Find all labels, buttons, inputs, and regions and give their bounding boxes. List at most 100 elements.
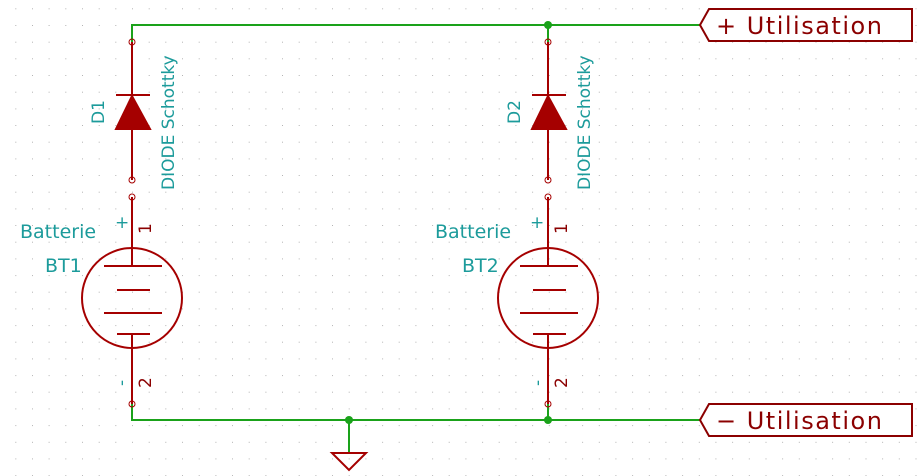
grid-dot <box>15 308 17 310</box>
grid-dot <box>32 41 33 43</box>
grid-dot <box>265 241 267 243</box>
grid-dot <box>865 108 867 110</box>
grid-dot <box>565 175 567 176</box>
d2-value: DIODE Schottky <box>575 55 595 190</box>
grid-dot <box>915 125 917 126</box>
diode-d1[interactable] <box>114 38 152 201</box>
wire-bottom[interactable] <box>131 404 700 421</box>
wire-top[interactable] <box>131 24 700 42</box>
grid-dot <box>748 208 750 210</box>
grid-dot <box>865 191 867 193</box>
grid-dot <box>132 441 133 443</box>
grid-dot <box>632 175 634 176</box>
grid-dot <box>182 208 183 210</box>
grid-dot <box>515 308 517 310</box>
grid-dot <box>665 108 667 110</box>
grid-dot <box>48 175 50 176</box>
grid-dot <box>515 375 517 377</box>
grid-dot <box>865 291 867 293</box>
grid-dot <box>448 408 450 410</box>
grid-dot <box>732 225 734 226</box>
grid-dot <box>48 275 50 277</box>
grid-dot <box>532 41 534 43</box>
label-neg-utilisation[interactable]: − Utilisation <box>698 403 913 437</box>
grid-dot <box>682 58 684 60</box>
grid-dot <box>315 191 317 193</box>
grid-dot <box>382 258 384 260</box>
bt2-pin1: 1 <box>552 223 572 234</box>
grid-dot <box>598 458 600 460</box>
grid-dot <box>598 391 600 393</box>
grid-dot <box>898 91 900 93</box>
grid-dot <box>432 391 434 393</box>
grid-dot <box>848 391 850 393</box>
grid-dot <box>565 408 567 410</box>
grid-dot <box>848 225 850 226</box>
grid-dot <box>232 358 233 360</box>
grid-dot <box>698 191 700 193</box>
grid-dot <box>182 41 183 43</box>
grid-dot <box>115 425 117 427</box>
grid-dot <box>48 125 50 126</box>
grid-dot <box>598 241 600 243</box>
grid-dot <box>448 458 450 460</box>
grid-dot <box>148 58 150 60</box>
grid-dot <box>32 258 33 260</box>
grid-dot <box>382 391 384 393</box>
grid-dot <box>465 391 467 393</box>
grid-dot <box>598 425 600 427</box>
grid-dot <box>615 341 617 343</box>
grid-dot <box>415 191 417 193</box>
grid-dot <box>315 341 317 343</box>
grid-dot <box>148 425 150 427</box>
grid-dot <box>365 175 367 176</box>
grid-dot <box>32 375 33 377</box>
grid-dot <box>682 358 684 360</box>
grid-dot <box>732 91 734 93</box>
grid-dot <box>282 275 283 277</box>
grid-dot <box>915 8 917 10</box>
grid-dot <box>682 258 684 260</box>
diode-d2[interactable] <box>530 38 568 201</box>
grid-dot <box>448 8 450 10</box>
grid-dot <box>398 8 400 10</box>
grid-dot <box>832 341 834 343</box>
grid-dot <box>482 75 484 76</box>
grid-dot <box>915 141 917 143</box>
grid-dot <box>432 175 434 176</box>
grid-dot <box>65 158 67 160</box>
grid-dot <box>848 308 850 310</box>
grid-dot <box>48 325 50 327</box>
grid-dot <box>248 458 250 460</box>
grid-dot <box>448 125 450 126</box>
grid-dot <box>82 125 83 126</box>
grid-dot <box>865 91 867 93</box>
ground-icon[interactable] <box>329 452 369 472</box>
grid-dot <box>298 225 300 226</box>
grid-dot <box>815 458 817 460</box>
grid-dot <box>398 241 400 243</box>
grid-dot <box>15 158 17 160</box>
grid-dot <box>632 141 634 143</box>
grid-dot <box>115 325 117 327</box>
battery-bt2[interactable] <box>497 197 599 408</box>
battery-bt1[interactable] <box>81 197 183 408</box>
grid-dot <box>282 258 283 260</box>
grid-dot <box>648 158 650 160</box>
grid-dot <box>332 208 333 210</box>
grid-dot <box>682 425 684 427</box>
grid-dot <box>698 8 700 10</box>
grid-dot <box>198 58 200 60</box>
grid-dot <box>398 58 400 60</box>
grid-dot <box>915 291 917 293</box>
label-pos-utilisation[interactable]: + Utilisation <box>698 8 913 42</box>
grid-dot <box>348 408 350 410</box>
grid-dot <box>448 341 450 343</box>
grid-dot <box>898 441 900 443</box>
grid-dot <box>665 408 667 410</box>
grid-dot <box>632 291 634 293</box>
grid-dot <box>82 75 83 76</box>
grid-dot <box>582 191 584 193</box>
grid-dot <box>615 325 617 327</box>
